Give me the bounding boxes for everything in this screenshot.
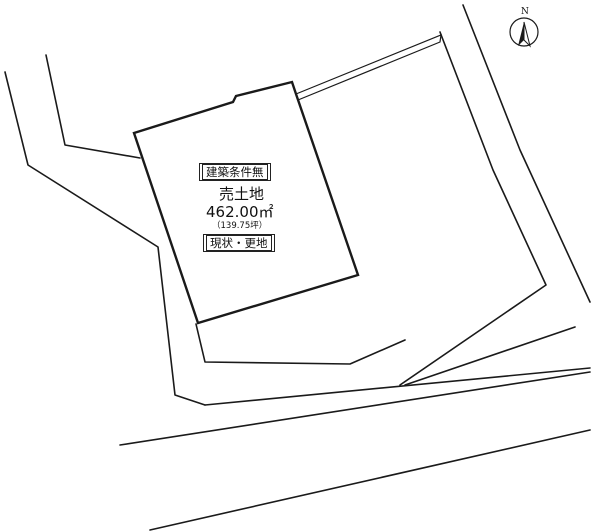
condition-label: 建築条件無 (199, 163, 271, 181)
north-arrow-icon (509, 17, 539, 48)
road-edge-center-upper (404, 326, 576, 386)
main-lot-outline (132, 80, 360, 325)
road-edge-left-inner (45, 54, 141, 159)
road-edge-right-outer (462, 4, 591, 303)
status-label-text: 現状・更地 (206, 235, 272, 251)
north-label: N (521, 7, 529, 17)
road-edge-left-outer (4, 71, 206, 406)
area-square-meters: 462.00㎡ (206, 203, 274, 221)
adjacent-parcel-line (295, 34, 442, 101)
condition-label-text: 建築条件無 (202, 164, 268, 180)
road-edge-bottom-upper (119, 371, 591, 446)
area-tsubo: （139.75坪） (212, 221, 268, 231)
road-edge-right-inner (399, 31, 547, 386)
road-edge-bottom-lower (149, 429, 591, 531)
sale-title: 売土地 (219, 185, 265, 203)
boundary-lower (195, 323, 406, 365)
road-edge-center-lower (204, 367, 591, 406)
status-label: 現状・更地 (203, 234, 275, 252)
